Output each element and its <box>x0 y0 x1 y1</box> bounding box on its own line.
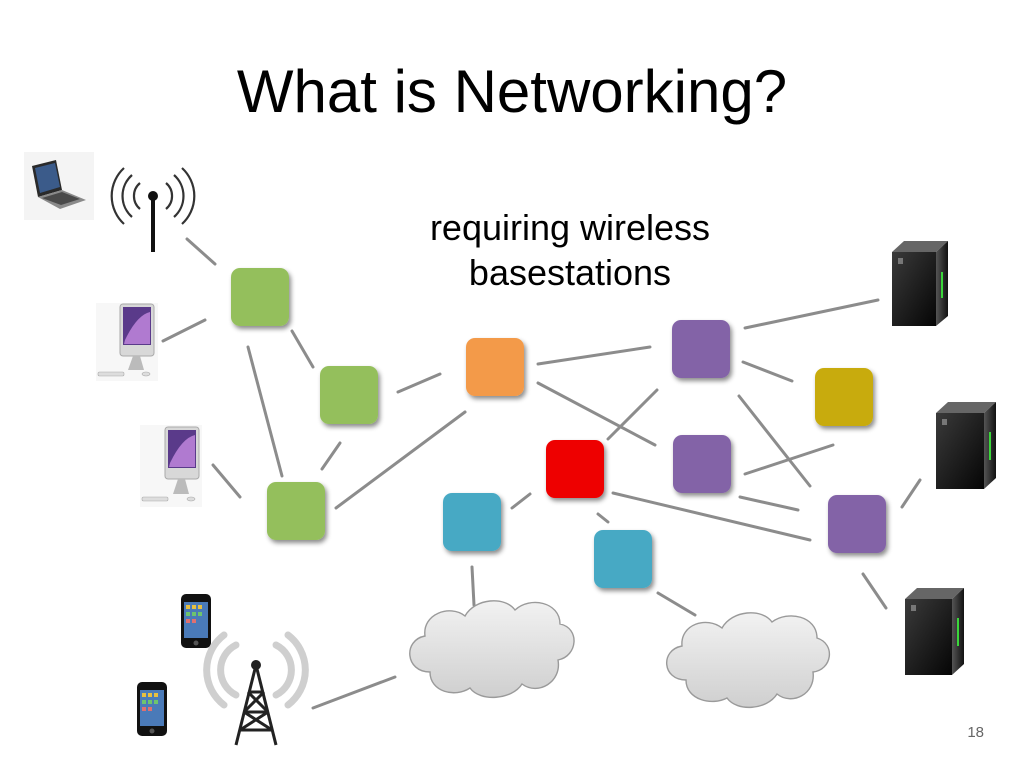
link <box>743 443 835 476</box>
link <box>738 495 800 512</box>
server-icon <box>892 241 948 326</box>
cell-tower-icon <box>203 631 309 746</box>
router-nodes <box>231 268 886 588</box>
smartphone-icon <box>181 594 211 648</box>
cloud-icon <box>409 600 575 699</box>
imac-icon <box>140 425 202 507</box>
link <box>161 318 207 343</box>
link <box>320 441 342 471</box>
router-node-blue <box>443 493 501 551</box>
router-node-red <box>546 440 604 498</box>
cloud-icon <box>666 612 831 709</box>
wireless-antenna-icon <box>110 167 196 252</box>
router-node-green <box>267 482 325 540</box>
router-node-blue <box>594 530 652 588</box>
router-node-purple <box>672 320 730 378</box>
router-node-orange <box>466 338 524 396</box>
link <box>470 565 476 607</box>
link <box>737 394 812 488</box>
link <box>396 372 442 394</box>
laptop-icon <box>24 152 94 220</box>
router-node-yellow <box>815 368 873 426</box>
link <box>596 512 610 524</box>
link <box>211 463 242 499</box>
router-node-green <box>320 366 378 424</box>
link <box>861 572 888 610</box>
link <box>606 388 659 441</box>
link <box>656 591 697 617</box>
link <box>311 675 397 710</box>
link <box>743 298 880 330</box>
server-icon <box>936 402 996 489</box>
router-node-purple <box>673 435 731 493</box>
subtitle-line-2: basestations <box>468 252 672 293</box>
link <box>900 478 922 509</box>
slide-title: What is Networking? <box>236 58 788 125</box>
smartphone-icon <box>137 682 167 736</box>
router-node-green <box>231 268 289 326</box>
network-links <box>161 237 922 710</box>
router-node-purple <box>828 495 886 553</box>
server-icon <box>905 588 964 675</box>
link <box>246 345 284 478</box>
imac-icon <box>96 303 158 381</box>
link <box>536 381 657 447</box>
link <box>334 410 467 510</box>
link <box>536 345 652 366</box>
link <box>741 360 794 383</box>
link <box>510 492 532 510</box>
link <box>611 491 812 542</box>
link <box>185 237 217 266</box>
page-number: 18 <box>967 724 984 741</box>
subtitle-line-1: requiring wireless <box>429 207 711 248</box>
link <box>290 329 315 369</box>
slide-subtitle: requiring wireless basestations <box>400 205 740 295</box>
